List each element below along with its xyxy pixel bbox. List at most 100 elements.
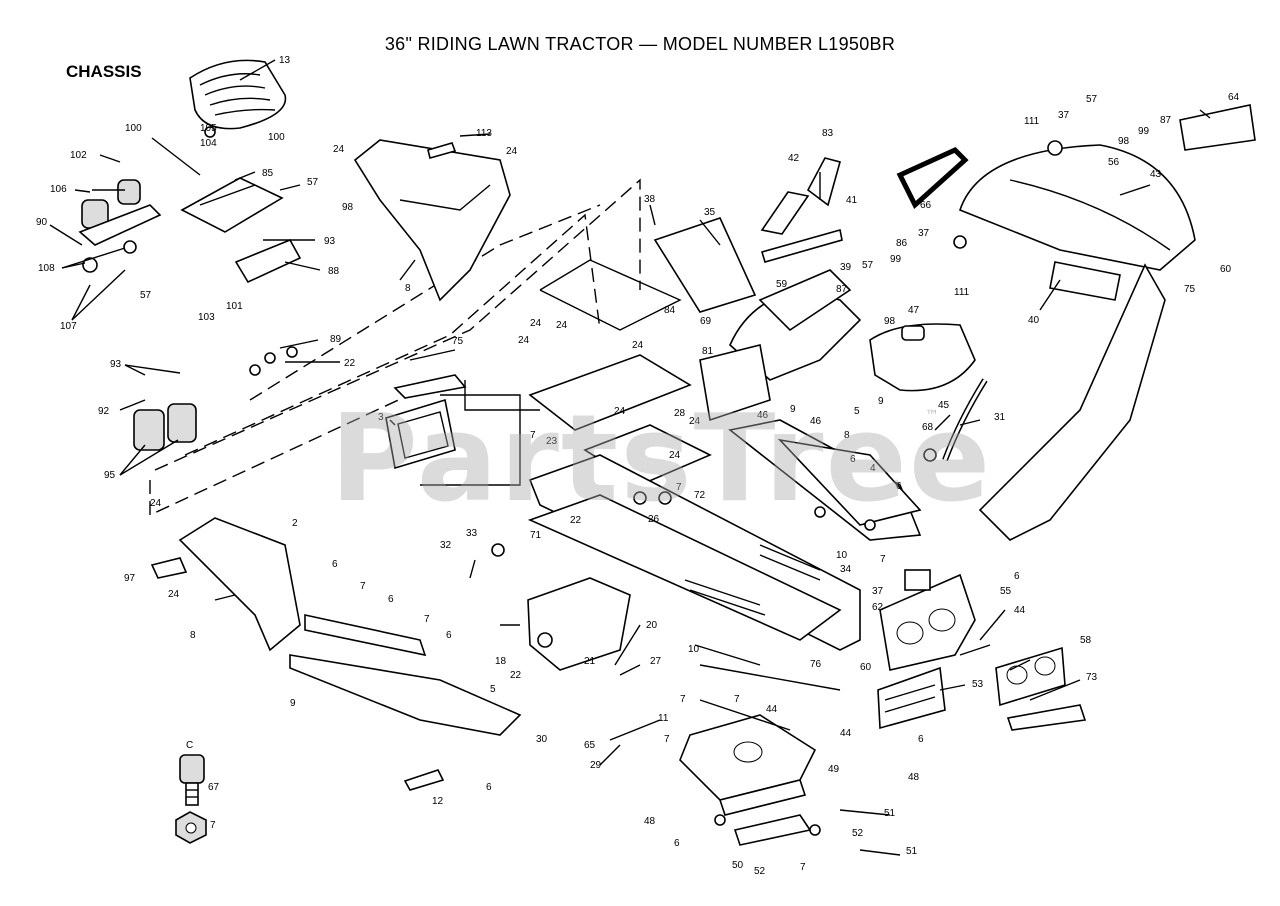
part-label-62: 62 bbox=[872, 602, 884, 613]
part-label-56: 56 bbox=[1108, 157, 1120, 168]
part-label-30: 30 bbox=[536, 734, 548, 745]
axle-plate bbox=[679, 714, 817, 846]
part-label-55: 55 bbox=[1000, 586, 1012, 597]
part-label-21: 21 bbox=[584, 656, 596, 667]
part-label-73: 73 bbox=[1086, 672, 1098, 683]
part-label-87: 87 bbox=[836, 284, 848, 295]
part-label-24: 24 bbox=[614, 406, 626, 417]
trademark-mark: ™ bbox=[925, 408, 939, 424]
part-label-24: 24 bbox=[518, 335, 530, 346]
part-label-72: 72 bbox=[694, 490, 706, 501]
part-label-103: 103 bbox=[198, 312, 215, 323]
part-label-75: 75 bbox=[452, 336, 464, 347]
part-label-7: 7 bbox=[680, 694, 686, 705]
part-label-111: 111 bbox=[954, 287, 970, 298]
part-label-64: 64 bbox=[1228, 92, 1240, 103]
main-frame bbox=[527, 419, 922, 651]
part-label-108: 108 bbox=[38, 263, 55, 274]
part-label-46: 46 bbox=[757, 410, 769, 421]
part-label-76: 76 bbox=[810, 659, 822, 670]
part-label-6: 6 bbox=[896, 481, 902, 492]
part-label-51: 51 bbox=[906, 846, 918, 857]
part-label-48: 48 bbox=[908, 772, 920, 783]
bolt-detail bbox=[175, 754, 207, 844]
part-label-50: 50 bbox=[732, 860, 744, 871]
part-label-7: 7 bbox=[360, 581, 366, 592]
part-label-93: 93 bbox=[324, 236, 336, 247]
part-label-60: 60 bbox=[1220, 264, 1232, 275]
part-label-40: 40 bbox=[1028, 315, 1040, 326]
part-label-52: 52 bbox=[852, 828, 864, 839]
part-label-6: 6 bbox=[446, 630, 452, 641]
part-label-24: 24 bbox=[150, 498, 162, 509]
part-label-7: 7 bbox=[734, 694, 740, 705]
part-label-38: 38 bbox=[644, 194, 656, 205]
part-label-66: 66 bbox=[920, 200, 932, 211]
part-label-6: 6 bbox=[388, 594, 394, 605]
part-label-75: 75 bbox=[1184, 284, 1196, 295]
part-label-6: 6 bbox=[918, 734, 924, 745]
seat-bracket bbox=[180, 177, 302, 284]
headlight-bezel bbox=[877, 666, 946, 730]
battery-tray bbox=[385, 398, 456, 470]
part-label-39: 39 bbox=[840, 262, 852, 273]
part-label-45: 45 bbox=[938, 400, 950, 411]
part-label-58: 58 bbox=[1080, 635, 1092, 646]
part-label-106: 106 bbox=[50, 184, 67, 195]
part-label-6: 6 bbox=[332, 559, 338, 570]
part-label-c: C bbox=[186, 740, 193, 751]
part-label-6: 6 bbox=[850, 454, 856, 465]
part-label-6: 6 bbox=[1014, 571, 1020, 582]
part-label-87: 87 bbox=[1160, 115, 1172, 126]
part-label-11: 11 bbox=[658, 713, 669, 724]
part-label-7: 7 bbox=[800, 862, 806, 873]
left-fender bbox=[178, 517, 522, 736]
part-label-98: 98 bbox=[884, 316, 896, 327]
part-label-99: 99 bbox=[1138, 126, 1150, 137]
part-label-105: 105 bbox=[200, 123, 217, 134]
part-label-23: 23 bbox=[546, 436, 558, 447]
part-label-9: 9 bbox=[790, 404, 796, 415]
part-label-3: 3 bbox=[378, 412, 384, 423]
part-label-27: 27 bbox=[650, 656, 662, 667]
part-label-43: 43 bbox=[1150, 169, 1162, 180]
part-label-7: 7 bbox=[424, 614, 430, 625]
part-label-67: 67 bbox=[208, 782, 220, 793]
part-label-24: 24 bbox=[530, 318, 542, 329]
part-label-18: 18 bbox=[495, 656, 507, 667]
part-label-101: 101 bbox=[226, 301, 243, 312]
steering-link bbox=[896, 147, 969, 210]
part-label-111: 111 bbox=[1024, 116, 1040, 127]
part-label-71: 71 bbox=[530, 530, 542, 541]
part-label-52: 52 bbox=[754, 866, 766, 877]
part-label-13: 13 bbox=[279, 55, 291, 66]
part-label-98: 98 bbox=[1118, 136, 1130, 147]
seat-springs bbox=[78, 179, 197, 451]
part-label-97: 97 bbox=[124, 573, 136, 584]
part-label-24: 24 bbox=[632, 340, 644, 351]
part-label-44: 44 bbox=[1014, 605, 1026, 616]
part-label-8: 8 bbox=[190, 630, 196, 641]
part-label-29: 29 bbox=[590, 760, 602, 771]
part-label-28: 28 bbox=[674, 408, 686, 419]
part-label-57: 57 bbox=[1086, 94, 1098, 105]
part-label-12: 12 bbox=[432, 796, 444, 807]
part-label-6: 6 bbox=[674, 838, 680, 849]
part-label-24: 24 bbox=[669, 450, 681, 461]
part-label-93: 93 bbox=[110, 359, 122, 370]
part-label-6: 6 bbox=[486, 782, 492, 793]
headlight-lens bbox=[995, 646, 1066, 707]
part-label-22: 22 bbox=[510, 670, 522, 681]
part-label-24: 24 bbox=[689, 416, 701, 427]
seat bbox=[189, 59, 287, 130]
part-label-10: 10 bbox=[836, 550, 848, 561]
fender-body bbox=[353, 139, 511, 302]
fuel-hose bbox=[942, 378, 988, 462]
part-label-100: 100 bbox=[125, 123, 142, 134]
part-label-48: 48 bbox=[644, 816, 656, 827]
part-label-7: 7 bbox=[880, 554, 886, 565]
part-label-99: 99 bbox=[890, 254, 902, 265]
part-label-42: 42 bbox=[788, 153, 800, 164]
part-label-5: 5 bbox=[854, 406, 860, 417]
part-label-22: 22 bbox=[570, 515, 582, 526]
